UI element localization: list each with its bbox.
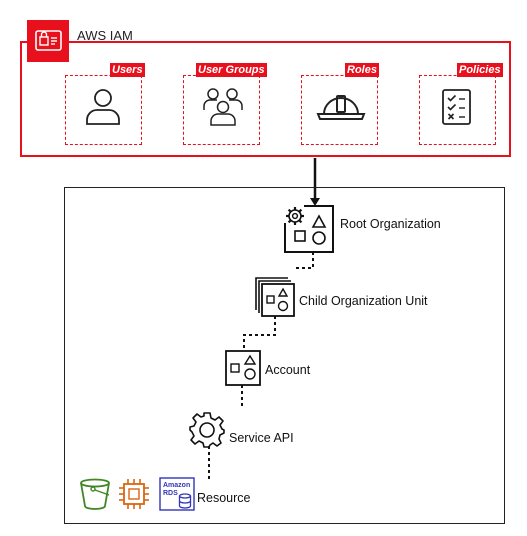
s3-bucket-icon — [78, 478, 112, 515]
checklist-icon — [441, 88, 473, 131]
user-icon — [84, 87, 122, 132]
hard-hat-icon — [316, 90, 366, 129]
rds-icon-text-line1: Amazon — [163, 482, 190, 489]
iam-title: AWS IAM — [77, 28, 133, 43]
root-organization-icon — [284, 205, 334, 258]
iam-policies-box — [419, 75, 496, 145]
service-api-label: Service API — [229, 431, 294, 445]
ec2-instance-icon — [118, 478, 150, 515]
iam-roles-label: Roles — [345, 63, 379, 77]
iam-user-groups-box — [183, 75, 260, 145]
iam-to-root-arrowhead — [310, 198, 320, 206]
user-groups-icon — [202, 87, 244, 132]
gear-icon — [187, 410, 227, 455]
rds-icon-text-line2: RDS — [163, 490, 178, 497]
rds-database-icon: Amazon RDS — [159, 477, 195, 516]
iam-user-groups-label: User Groups — [196, 63, 267, 77]
iam-group-frame — [20, 41, 511, 157]
iam-users-box — [65, 75, 142, 145]
organization-frame — [64, 187, 505, 524]
account-icon — [225, 350, 261, 391]
iam-roles-box — [301, 75, 378, 145]
organizational-unit-icon — [254, 276, 296, 323]
resource-label: Resource — [197, 491, 251, 505]
iam-logo-icon — [27, 20, 69, 62]
child-organization-unit-label: Child Organization Unit — [299, 294, 428, 308]
root-organization-label: Root Organization — [340, 217, 441, 231]
iam-policies-label: Policies — [457, 63, 503, 77]
iam-users-label: Users — [110, 63, 145, 77]
account-label: Account — [265, 363, 311, 377]
